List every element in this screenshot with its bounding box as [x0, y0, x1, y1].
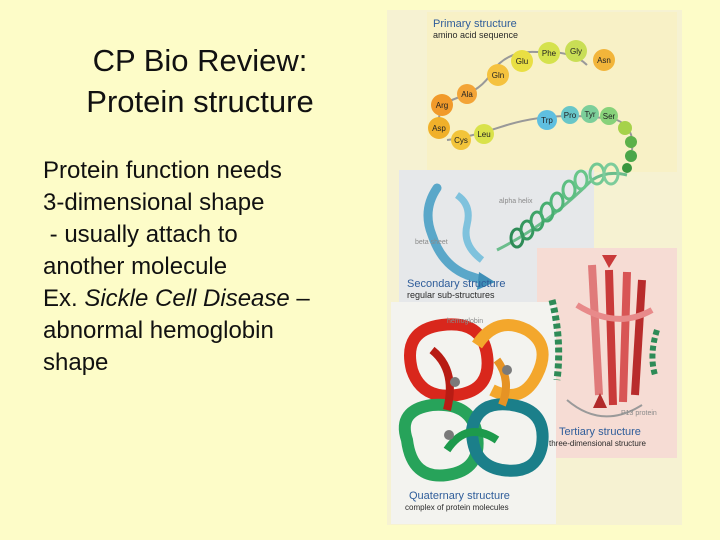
amino-acid-label: Trp: [541, 116, 553, 125]
alpha-helix-coil: [509, 162, 620, 249]
quaternary-protein-label: hemoglobin: [447, 318, 483, 325]
body-line-3: - usually attach to: [43, 221, 238, 248]
tertiary-subtitle: three-dimensional structure: [549, 439, 646, 448]
tertiary-protein-label: P13 protein: [621, 410, 657, 417]
amino-acid-arg: [431, 94, 453, 116]
body-example-disease: Sickle Cell Disease: [84, 285, 290, 312]
tertiary-structure-fold: P13 protein: [548, 255, 660, 418]
amino-acid-label: Leu: [477, 130, 490, 139]
amino-acid-label: Asp: [432, 124, 446, 133]
amino-acid-label: Tyr: [584, 110, 595, 119]
amino-acid-label: Glu: [516, 57, 528, 66]
slide-title-line-2: Protein structure: [86, 84, 314, 119]
slide-title-line-1: CP Bio Review:: [92, 43, 308, 78]
secondary-structure-ribbons: alpha helix beta sheet: [415, 162, 628, 290]
secondary-subtitle: regular sub-structures: [407, 290, 495, 300]
amino-acid-label: Asn: [597, 56, 611, 65]
slide-body: Protein function needs 3-dimensional sha…: [43, 155, 373, 379]
protein-structure-figure: Primary structure amino acid sequence As…: [387, 10, 682, 525]
amino-acid-label: Cys: [454, 136, 468, 145]
alpha-helix-label: alpha helix: [499, 198, 533, 205]
body-line-7: shape: [43, 349, 109, 376]
amino-acid-gln: [487, 64, 509, 86]
quaternary-title: Quaternary structure: [409, 490, 510, 502]
amino-acid-label: Gln: [492, 71, 504, 80]
amino-acid-bead: [625, 150, 637, 162]
amino-acid-asp: [428, 117, 450, 139]
primary-title: Primary structure: [433, 18, 517, 30]
amino-acid-label: Ser: [603, 112, 616, 121]
amino-acid-tyr: [581, 105, 599, 123]
amino-acid-label: Pro: [564, 111, 577, 120]
amino-acid-leu: [474, 124, 494, 144]
body-line-5: Ex. Sickle Cell Disease –: [43, 283, 373, 315]
amino-acid-bead: [622, 163, 632, 173]
primary-subtitle: amino acid sequence: [433, 30, 518, 40]
body-example-prefix: Ex.: [43, 285, 85, 312]
body-line-4: another molecule: [43, 253, 228, 280]
body-line-1: Protein function needs: [43, 157, 282, 184]
secondary-title: Secondary structure: [407, 278, 505, 290]
quaternary-subtitle: complex of protein molecules: [405, 503, 509, 512]
amino-acid-label: Arg: [436, 101, 448, 110]
body-line-2: 3-dimensional shape: [43, 189, 265, 216]
amino-acid-asn: [593, 49, 615, 71]
amino-acid-pro: [561, 106, 579, 124]
body-example-suffix: –: [289, 285, 310, 312]
amino-acid-cys: [451, 130, 471, 150]
quaternary-structure-complex: hemoglobin: [398, 318, 549, 482]
amino-acid-label: Phe: [542, 49, 557, 58]
amino-acid-glu: [511, 50, 533, 72]
tertiary-title: Tertiary structure: [559, 426, 641, 438]
amino-acid-ser: [600, 107, 618, 125]
amino-acid-bead: [625, 136, 637, 148]
amino-acid-ala: [457, 84, 477, 104]
slide-title: CP Bio Review: Protein structure: [30, 40, 370, 122]
amino-acid-label: Gly: [570, 47, 582, 56]
amino-acid-trp: [537, 110, 557, 130]
amino-acid-phe: [538, 42, 560, 64]
body-line-6: abnormal hemoglobin: [43, 317, 274, 344]
amino-acid-bead: [618, 121, 632, 135]
amino-acid-label: Ala: [461, 90, 473, 99]
amino-acid-chain: Asp Cys Leu Arg Ala Gln Glu Phe Gly Asn …: [428, 40, 637, 173]
beta-sheet-label: beta sheet: [415, 239, 448, 246]
amino-acid-gly: [565, 40, 587, 62]
